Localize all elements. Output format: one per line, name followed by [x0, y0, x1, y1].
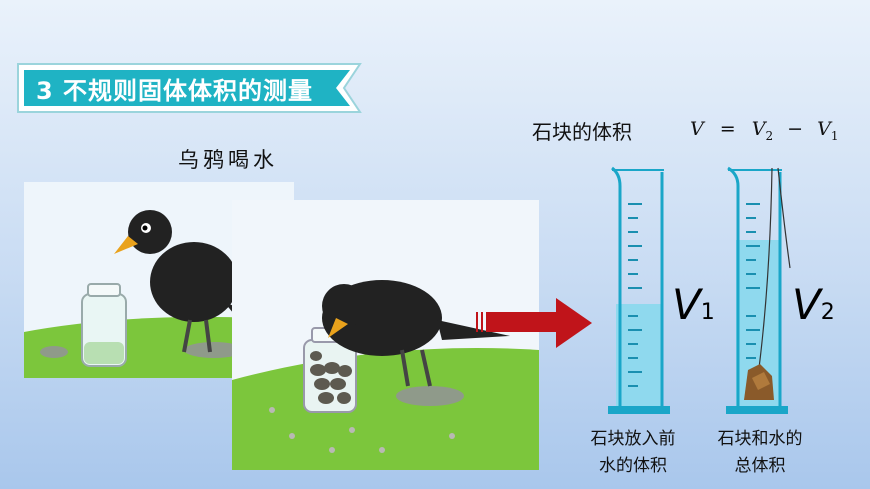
caption-before-line2: 水的体积	[599, 456, 667, 476]
v1-subscript: 1	[700, 300, 715, 325]
caption-before: 石块放入前 水的体积	[578, 426, 688, 480]
caption-after-line1: 石块和水的	[717, 429, 803, 449]
section-banner: 3 不规则固体体积的测量	[14, 58, 374, 116]
v1-mark: V1	[672, 280, 715, 329]
formula-equals: =	[719, 118, 736, 140]
stone-icon	[744, 364, 774, 400]
v2-mark: V2	[792, 280, 835, 329]
stone-icon	[310, 351, 352, 404]
formula-b-sub: 1	[830, 128, 839, 143]
crow-icon	[232, 200, 539, 470]
banner-shape	[17, 63, 362, 113]
measuring-cylinder-icon	[598, 164, 688, 424]
formula-b: V	[817, 118, 831, 140]
banner-title: 3 不规则固体体积的测量	[36, 77, 314, 105]
jar-icon	[81, 283, 127, 367]
caption-after: 石块和水的 总体积	[700, 426, 820, 480]
crow-icon	[24, 182, 294, 378]
v2-subscript: 2	[820, 300, 835, 325]
v1-letter: V	[672, 280, 701, 329]
formula-minus: −	[787, 118, 804, 140]
story-title: 乌鸦喝水	[178, 148, 278, 172]
caption-after-line2: 总体积	[734, 456, 786, 476]
volume-label: 石块的体积	[532, 120, 632, 144]
measuring-cylinder-icon	[712, 164, 802, 424]
caption-before-line1: 石块放入前	[590, 429, 676, 449]
volume-formula: V = V2 − V1	[690, 118, 839, 143]
v2-letter: V	[792, 280, 821, 329]
formula-a: V	[751, 118, 766, 140]
formula-lhs: V	[690, 118, 704, 140]
crow-scene-before	[24, 182, 294, 378]
crow-scene-after	[232, 200, 539, 470]
arrow-right-icon	[476, 296, 594, 350]
formula-a-sub: 2	[765, 128, 774, 143]
